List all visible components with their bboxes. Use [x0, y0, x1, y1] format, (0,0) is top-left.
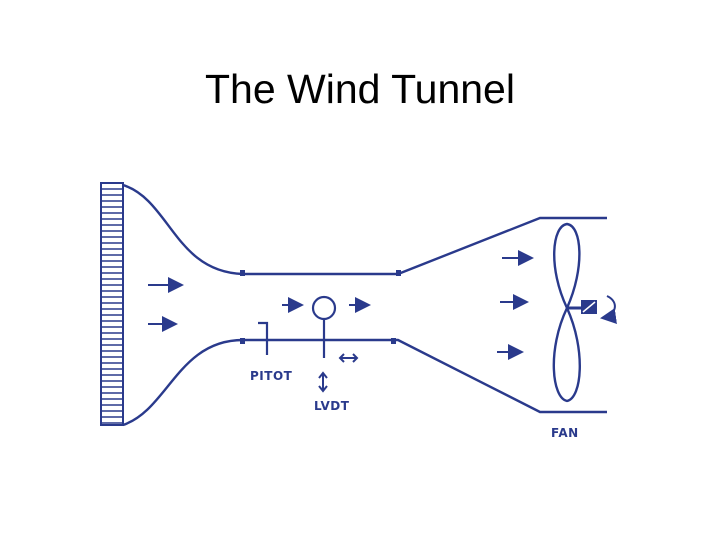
slide-title: The Wind Tunnel: [205, 66, 515, 112]
honeycomb-straightener: [100, 182, 124, 426]
airflow-arrows: [148, 250, 534, 360]
pitot-tube: [258, 321, 269, 355]
fan-propeller: [552, 222, 581, 403]
test-section-joints: [240, 270, 401, 344]
tunnel-upper-wall: [122, 183, 607, 276]
lvdt-label: LVDT: [314, 399, 350, 413]
fan-label: FAN: [551, 426, 579, 440]
tunnel-lower-wall: [122, 338, 607, 427]
pitot-label: PITOT: [250, 369, 293, 383]
fan-motor: [567, 295, 617, 324]
test-model: [311, 295, 337, 358]
lvdt-arrows: [318, 353, 359, 393]
